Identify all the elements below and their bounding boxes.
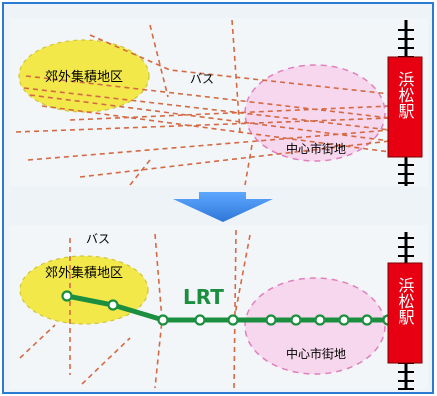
- down-arrow: [173, 192, 273, 222]
- center-label-bottom: 中心市街地: [286, 346, 346, 361]
- station-label-bottom: 浜松駅: [396, 277, 415, 325]
- bus-label-top: バス: [190, 72, 214, 86]
- center-area-ellipse-top: [244, 64, 386, 162]
- center-label-top: 中心市街地: [286, 141, 346, 156]
- center-area-ellipse-bottom: [244, 277, 386, 375]
- suburb-area-ellipse-top: [18, 39, 150, 113]
- bus-label-bottom: バス: [86, 232, 110, 246]
- bottom-panel: バス 郊外集積地区 LRT 中心市街地 浜松駅: [19, 229, 423, 390]
- station-box-bottom: 浜松駅: [387, 262, 423, 364]
- suburb-label-top: 郊外集積地区: [45, 69, 123, 85]
- bus-routes-top: [15, 19, 391, 186]
- top-panel: 郊外集積地区 バス 中心市街地 浜松駅: [15, 19, 423, 186]
- station-box-top: 浜松駅: [387, 56, 423, 158]
- station-label-top: 浜松駅: [396, 71, 415, 119]
- lrt-label: LRT: [183, 285, 224, 309]
- bus-routes-bottom: [19, 229, 251, 389]
- suburb-label-bottom: 郊外集積地区: [45, 265, 123, 281]
